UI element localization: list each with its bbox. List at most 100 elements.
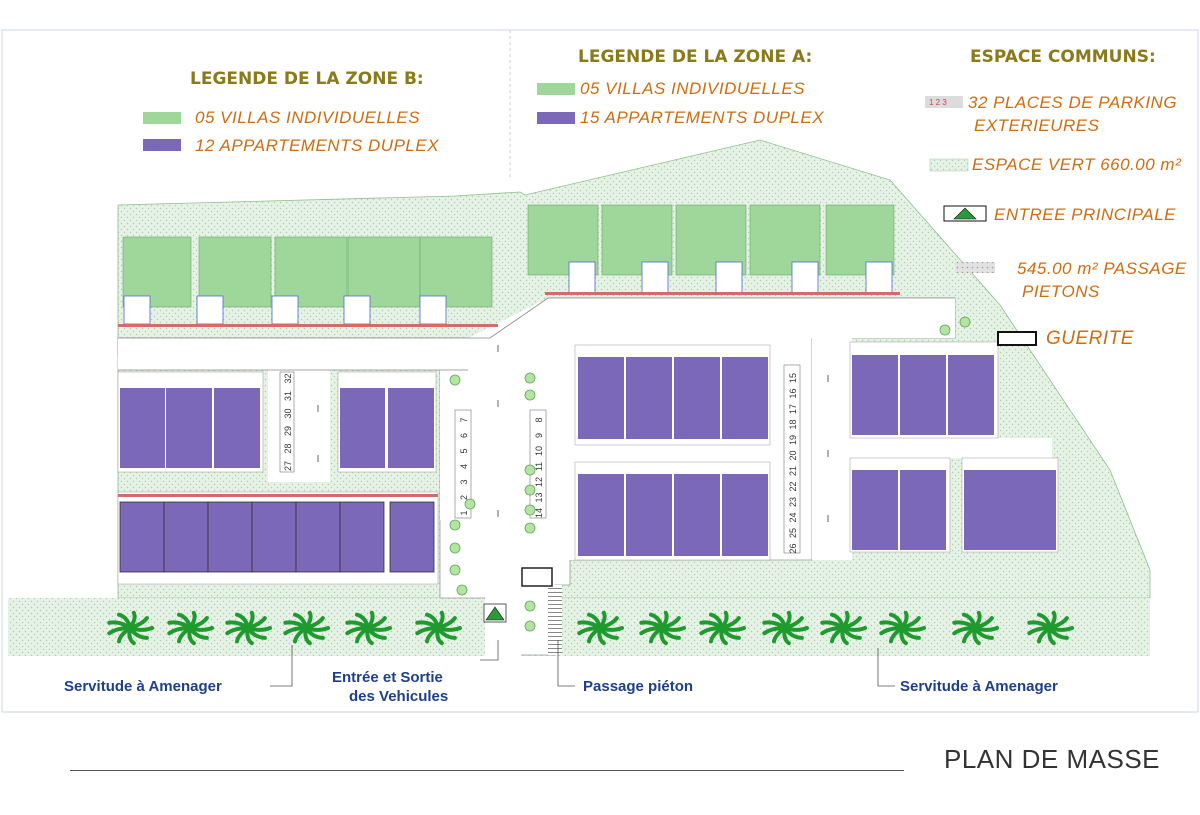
- main-road-horizontal: [118, 338, 490, 370]
- parking-number: 8: [534, 417, 544, 422]
- annotation-entree-sortie-1: Entrée et Sortie: [332, 669, 443, 686]
- legend-duplex-swatch: [143, 139, 181, 151]
- zone-a-duplex-east: [849, 341, 1059, 553]
- passage-label-1: 545.00 m² PASSAGE: [1017, 259, 1187, 278]
- legend-zone-a: LEGENDE DE LA ZONE A: 05 VILLAS INDIVIDU…: [537, 47, 824, 127]
- villa: [347, 236, 421, 308]
- legend-villa-swatch: [537, 83, 575, 95]
- tree-icon: [449, 542, 461, 554]
- duplex: [339, 501, 385, 573]
- parking-number: 3: [459, 479, 469, 484]
- front-green-strip: [8, 598, 1150, 656]
- road-markers: [317, 345, 829, 522]
- duplex: [626, 474, 672, 556]
- parking-label-2: EXTERIEURES: [974, 116, 1100, 135]
- palm-tree-icon: [762, 610, 809, 646]
- parking-number: 24: [788, 512, 798, 522]
- tree-icon: [524, 389, 536, 401]
- legend-espace-communs: ESPACE COMMUNS: 1 2 3 32 PLACES DE PARKI…: [925, 47, 1187, 349]
- zone-a-duplex-middle: [574, 344, 771, 561]
- duplex: [119, 501, 165, 573]
- palm-tree-icon: [345, 610, 392, 646]
- annotation-passage-pieton: Passage piéton: [583, 678, 693, 695]
- legend-zone-b: LEGENDE DE LA ZONE B: 05 VILLAS INDIVIDU…: [143, 69, 439, 155]
- legend-zone-a-duplex: 15 APPARTEMENTS DUPLEX: [580, 108, 824, 127]
- garage: [343, 295, 371, 325]
- legend-zone-b-duplex: 12 APPARTEMENTS DUPLEX: [195, 136, 439, 155]
- parking-number: 19: [788, 435, 798, 445]
- duplex: [674, 357, 720, 439]
- espace-vert-label: ESPACE VERT 660.00 m²: [972, 155, 1182, 174]
- zone-b-villas: [118, 236, 498, 327]
- parking-strip-27-32: [279, 371, 295, 473]
- duplex: [578, 474, 624, 556]
- palm-tree-icon: [167, 610, 214, 646]
- zone-b-duplex: [117, 371, 439, 585]
- villa: [274, 236, 348, 308]
- parking-number: 21: [788, 466, 798, 476]
- parking-number: 22: [788, 481, 798, 491]
- tree-icon: [524, 522, 536, 534]
- entree-triangle-icon: [953, 207, 977, 220]
- parking-number: 6: [459, 433, 469, 438]
- espace-vert-swatch: [929, 158, 969, 172]
- main-road-diagonal: [468, 298, 955, 370]
- villa-fence: [118, 324, 498, 327]
- palm-trees: [107, 610, 1074, 646]
- duplex: [948, 355, 994, 435]
- annotation-servitude-left: Servitude à Amenager: [64, 678, 222, 695]
- palm-tree-icon: [820, 610, 867, 646]
- palm-tree-icon: [639, 610, 686, 646]
- palm-tree-icon: [577, 610, 624, 646]
- tree-icon: [959, 316, 971, 328]
- road-middle-vertical: [560, 340, 578, 560]
- parking-strip-1-7: [454, 409, 472, 519]
- duplex: [900, 470, 946, 550]
- duplex: [674, 474, 720, 556]
- duplex: [207, 501, 253, 573]
- parking-number: 31: [283, 391, 293, 401]
- parking-number: 15: [788, 373, 798, 383]
- duplex: [340, 388, 385, 468]
- legend-duplex-swatch: [537, 112, 575, 124]
- palm-tree-icon: [107, 610, 154, 646]
- parking-strip-15-26: [783, 364, 801, 554]
- parking-label-1: 32 PLACES DE PARKING: [968, 93, 1177, 112]
- parking-number: 13: [534, 492, 544, 502]
- parking-number: 17: [788, 404, 798, 414]
- road-east-vertical: [812, 338, 852, 560]
- duplex: [120, 388, 165, 468]
- tree-icon: [524, 464, 536, 476]
- duplex: [722, 474, 768, 556]
- duplex: [214, 388, 260, 468]
- villa-fence: [545, 292, 900, 295]
- duplex: [389, 501, 435, 573]
- parking-number: 32: [283, 373, 293, 383]
- duplex: [964, 470, 1010, 550]
- parking-number: 30: [283, 408, 293, 418]
- tree-icon: [524, 504, 536, 516]
- guerite-building: [521, 567, 553, 587]
- duplex: [852, 470, 898, 550]
- garage: [865, 261, 893, 295]
- road-between-duplex-a: [852, 438, 1052, 458]
- garage: [715, 261, 743, 295]
- parking-swatch: [925, 96, 963, 108]
- annotation-entree-sortie-2: des Vehicules: [349, 688, 448, 705]
- garage: [791, 261, 819, 295]
- duplex: [578, 357, 624, 439]
- parking-number: 12: [534, 477, 544, 487]
- palm-tree-icon: [952, 610, 999, 646]
- palm-tree-icon: [225, 610, 272, 646]
- duplex: [295, 501, 341, 573]
- parking-number: 7: [459, 417, 469, 422]
- road-edge-lines: [118, 297, 955, 339]
- tree-icon: [449, 564, 461, 576]
- duplex: [388, 388, 434, 468]
- passage-swatch: [955, 262, 995, 273]
- parking-number: 23: [788, 497, 798, 507]
- passage-label-2: PIETONS: [1022, 282, 1100, 301]
- garage: [641, 261, 669, 295]
